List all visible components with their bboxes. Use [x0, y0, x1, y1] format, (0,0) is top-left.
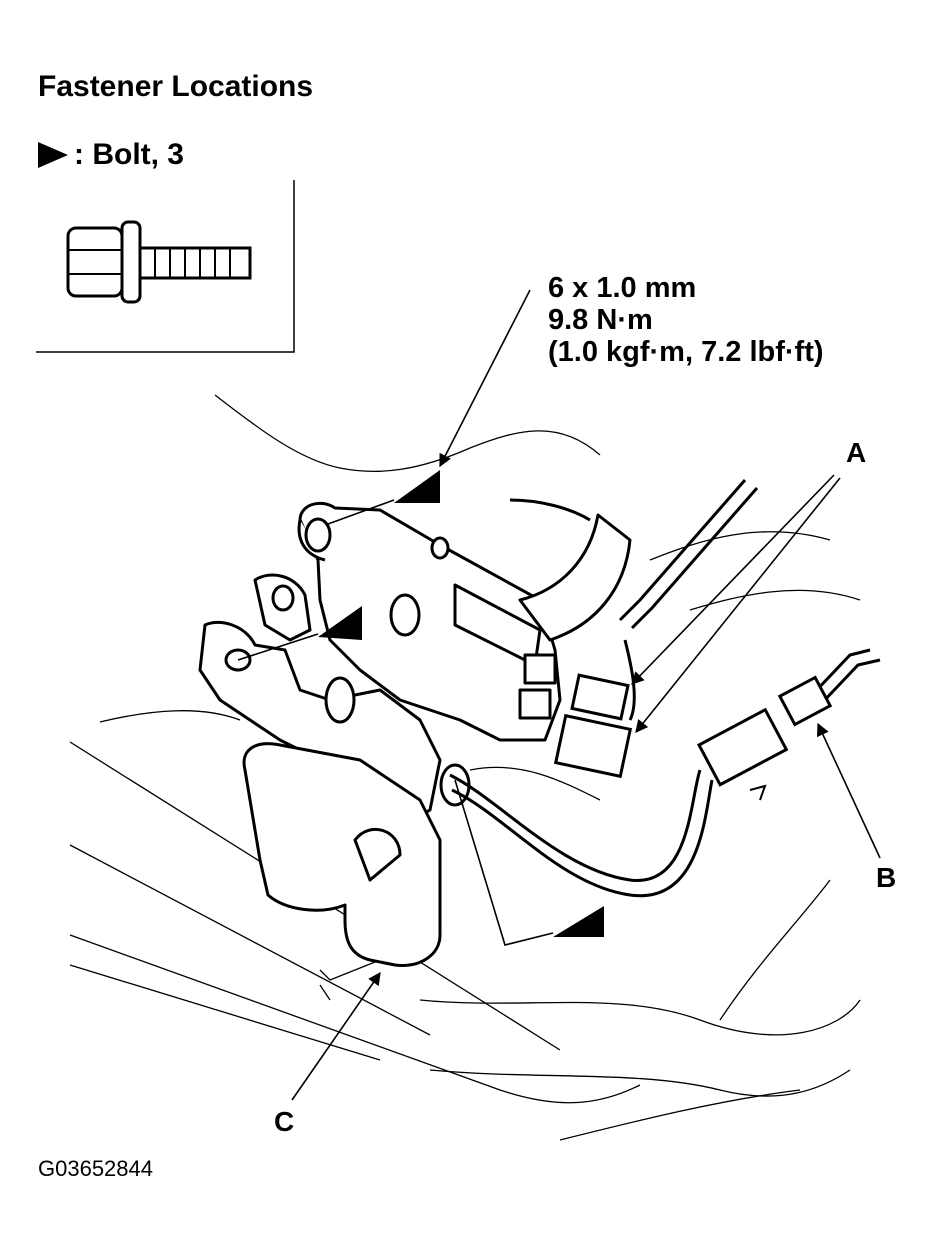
bolt-marker-icon — [318, 606, 362, 640]
body-panel-lines — [69, 394, 861, 1141]
bolt-markers — [318, 470, 604, 937]
bolt-marker-icon — [553, 906, 604, 937]
bolt-legend: : Bolt, 3 — [38, 138, 184, 172]
page-title: Fastener Locations — [38, 70, 314, 103]
bolt-specification: 6 x 1.0 mm 9.8 N·m (1.0 kgf·m, 7.2 lbf·f… — [548, 272, 824, 368]
bolt-marker-icon — [394, 470, 440, 503]
figure-reference-code: G03652844 — [38, 1156, 153, 1181]
bolt-legend-text: : Bolt, 3 — [74, 138, 184, 171]
bolt-icon — [66, 220, 252, 304]
bolt-torque-alt-units: (1.0 kgf·m, 7.2 lbf·ft) — [548, 336, 824, 368]
trunk-latch — [198, 498, 632, 967]
bolt-inset — [36, 180, 295, 353]
connector-b — [696, 675, 833, 787]
callout-c: C — [274, 1106, 295, 1137]
callout-b: B — [876, 862, 897, 893]
wire-harness — [449, 479, 881, 898]
bolt-size: 6 x 1.0 mm — [548, 272, 697, 304]
leader-lines — [237, 289, 881, 1101]
bolt-torque-nm: 9.8 N·m — [548, 304, 653, 336]
connector-a — [553, 673, 633, 779]
callout-a: A — [846, 437, 867, 468]
triangle-marker-icon — [38, 142, 68, 168]
